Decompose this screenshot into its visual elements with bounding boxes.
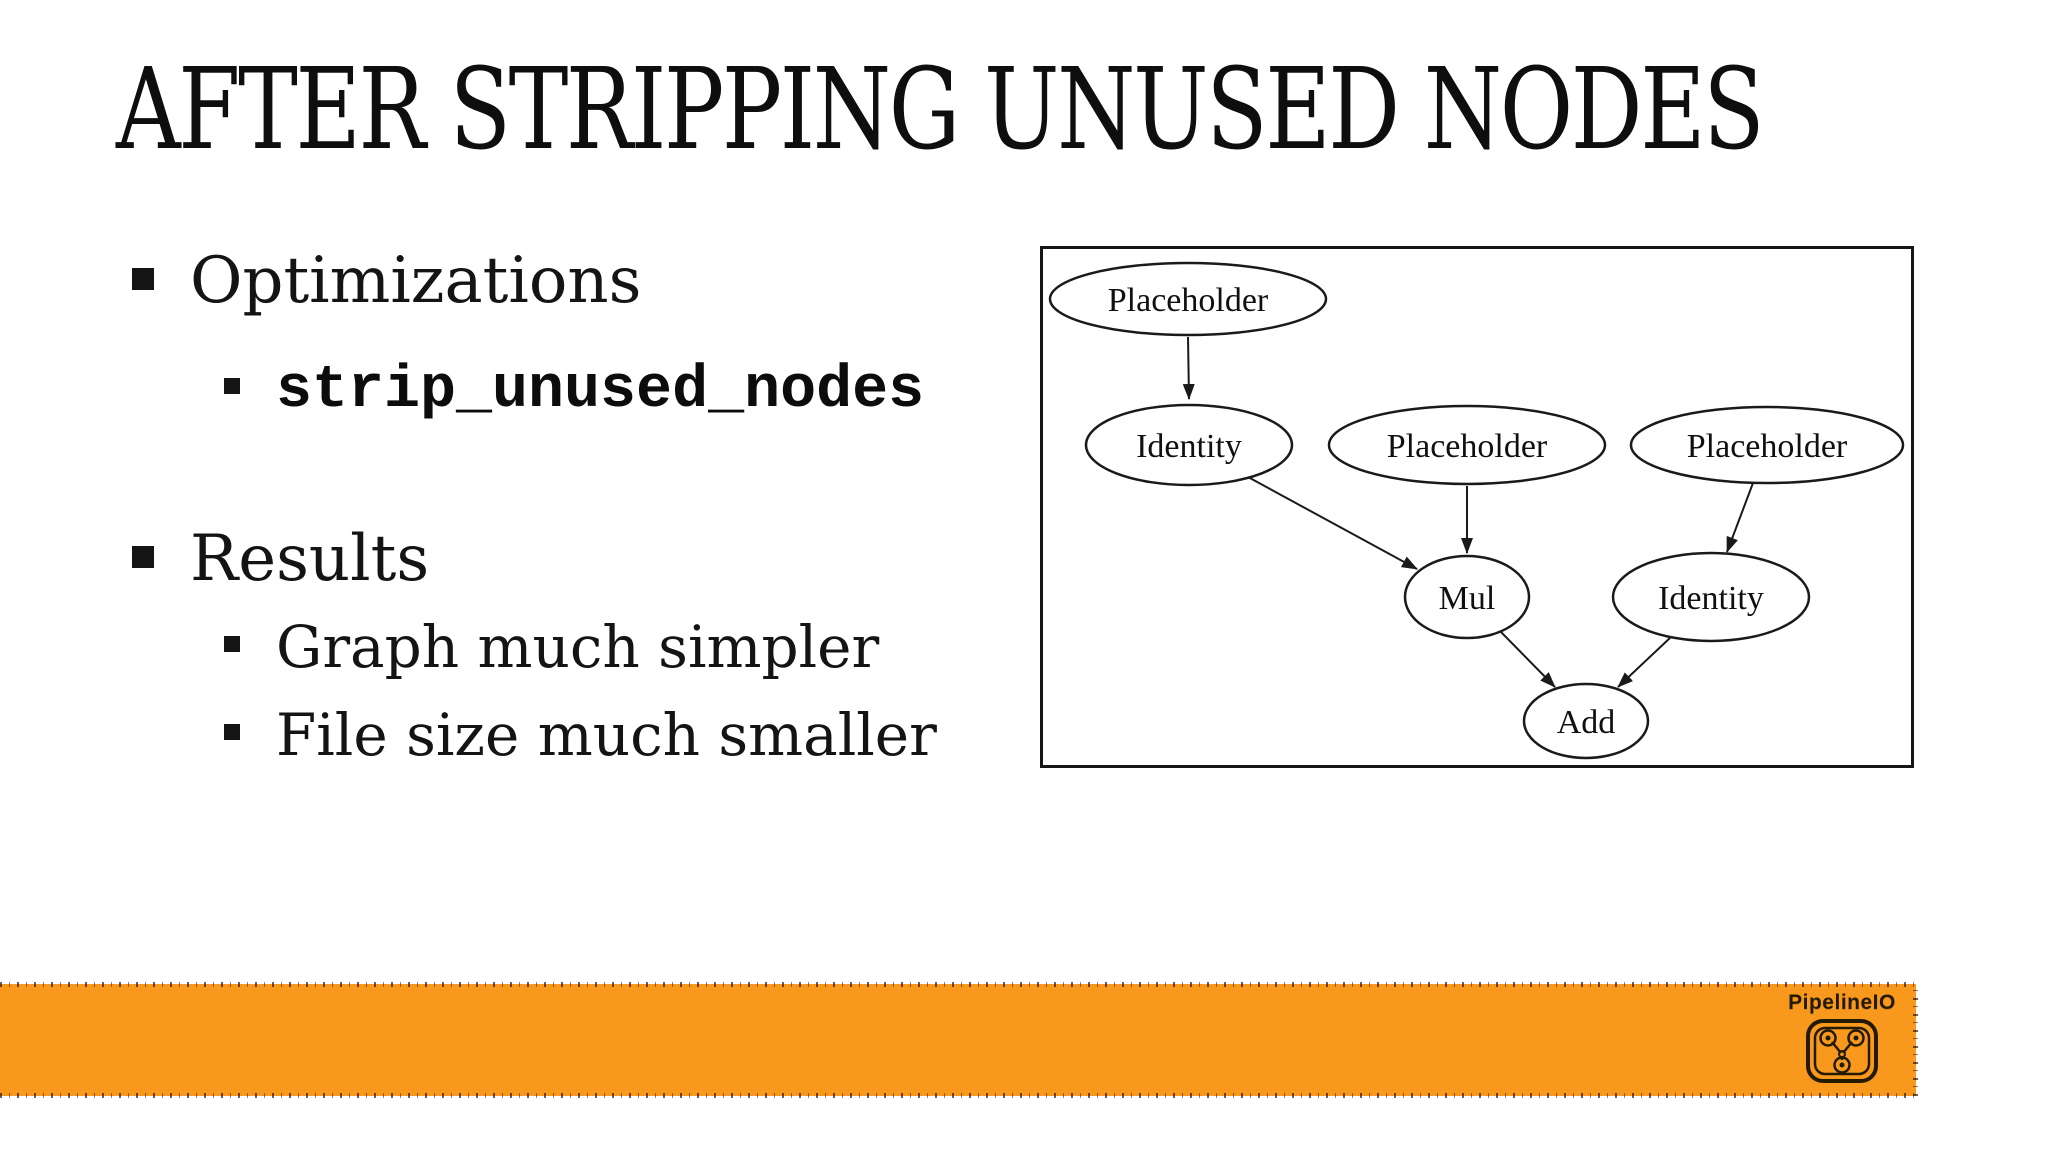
bullet-item-optimizations: Optimizations — [132, 246, 641, 316]
bullet-text: File size much smaller — [276, 701, 937, 769]
brand-name: PipelineIO — [1788, 991, 1896, 1014]
graph-diagram-panel: Placeholder Identity Placeholder Placeho… — [1040, 246, 1914, 768]
bullet-text: Results — [190, 522, 430, 596]
graph-diagram: Placeholder Identity Placeholder Placeho… — [1048, 261, 1905, 760]
node-label: Add — [1557, 704, 1616, 741]
edge-placeholder3-identity2 — [1726, 482, 1754, 553]
bullet-text: Optimizations — [190, 244, 642, 318]
node-placeholder-1 — [1048, 261, 1328, 337]
bullet-square-icon — [132, 546, 154, 568]
bullet-item-results: Results — [132, 524, 429, 594]
node-label: Placeholder — [1108, 282, 1269, 319]
bullet-code-text: strip_unused_nodes — [276, 357, 925, 425]
bullet-item-graph-simpler: Graph much simpler — [224, 613, 880, 681]
edge-mul-add — [1499, 630, 1556, 688]
bullet-item-strip-unused-nodes: strip_unused_nodes — [224, 358, 924, 424]
bullet-square-icon — [224, 378, 240, 394]
node-placeholder-2 — [1327, 404, 1607, 486]
node-label: Identity — [1658, 580, 1764, 617]
node-identity-2 — [1611, 551, 1811, 643]
node-label: Mul — [1439, 580, 1496, 617]
bullet-item-file-smaller: File size much smaller — [224, 701, 937, 769]
node-identity-1 — [1084, 403, 1294, 487]
node-label: Placeholder — [1387, 428, 1548, 465]
bullet-text: Graph much simpler — [276, 613, 880, 681]
page-title: AFTER STRIPPING UNUSED NODES — [116, 45, 1765, 175]
footer-bar: PipelineIO — [0, 982, 1918, 1098]
node-add — [1522, 682, 1650, 760]
node-label: Identity — [1136, 428, 1242, 465]
flux-capacitor-icon — [1806, 1019, 1878, 1083]
bullet-square-icon — [224, 724, 240, 740]
edge-identity1-mul — [1247, 476, 1418, 570]
edge-identity2-add — [1617, 636, 1672, 688]
node-mul — [1403, 554, 1531, 640]
node-label: Placeholder — [1687, 428, 1848, 465]
footer-bar-edge — [1913, 984, 1918, 1096]
brand-logo: PipelineIO — [1786, 991, 1898, 1088]
node-placeholder-3 — [1629, 405, 1905, 485]
bullet-square-icon — [132, 268, 154, 290]
bullet-square-icon — [224, 636, 240, 652]
edge-placeholder1-identity1 — [1182, 336, 1195, 400]
